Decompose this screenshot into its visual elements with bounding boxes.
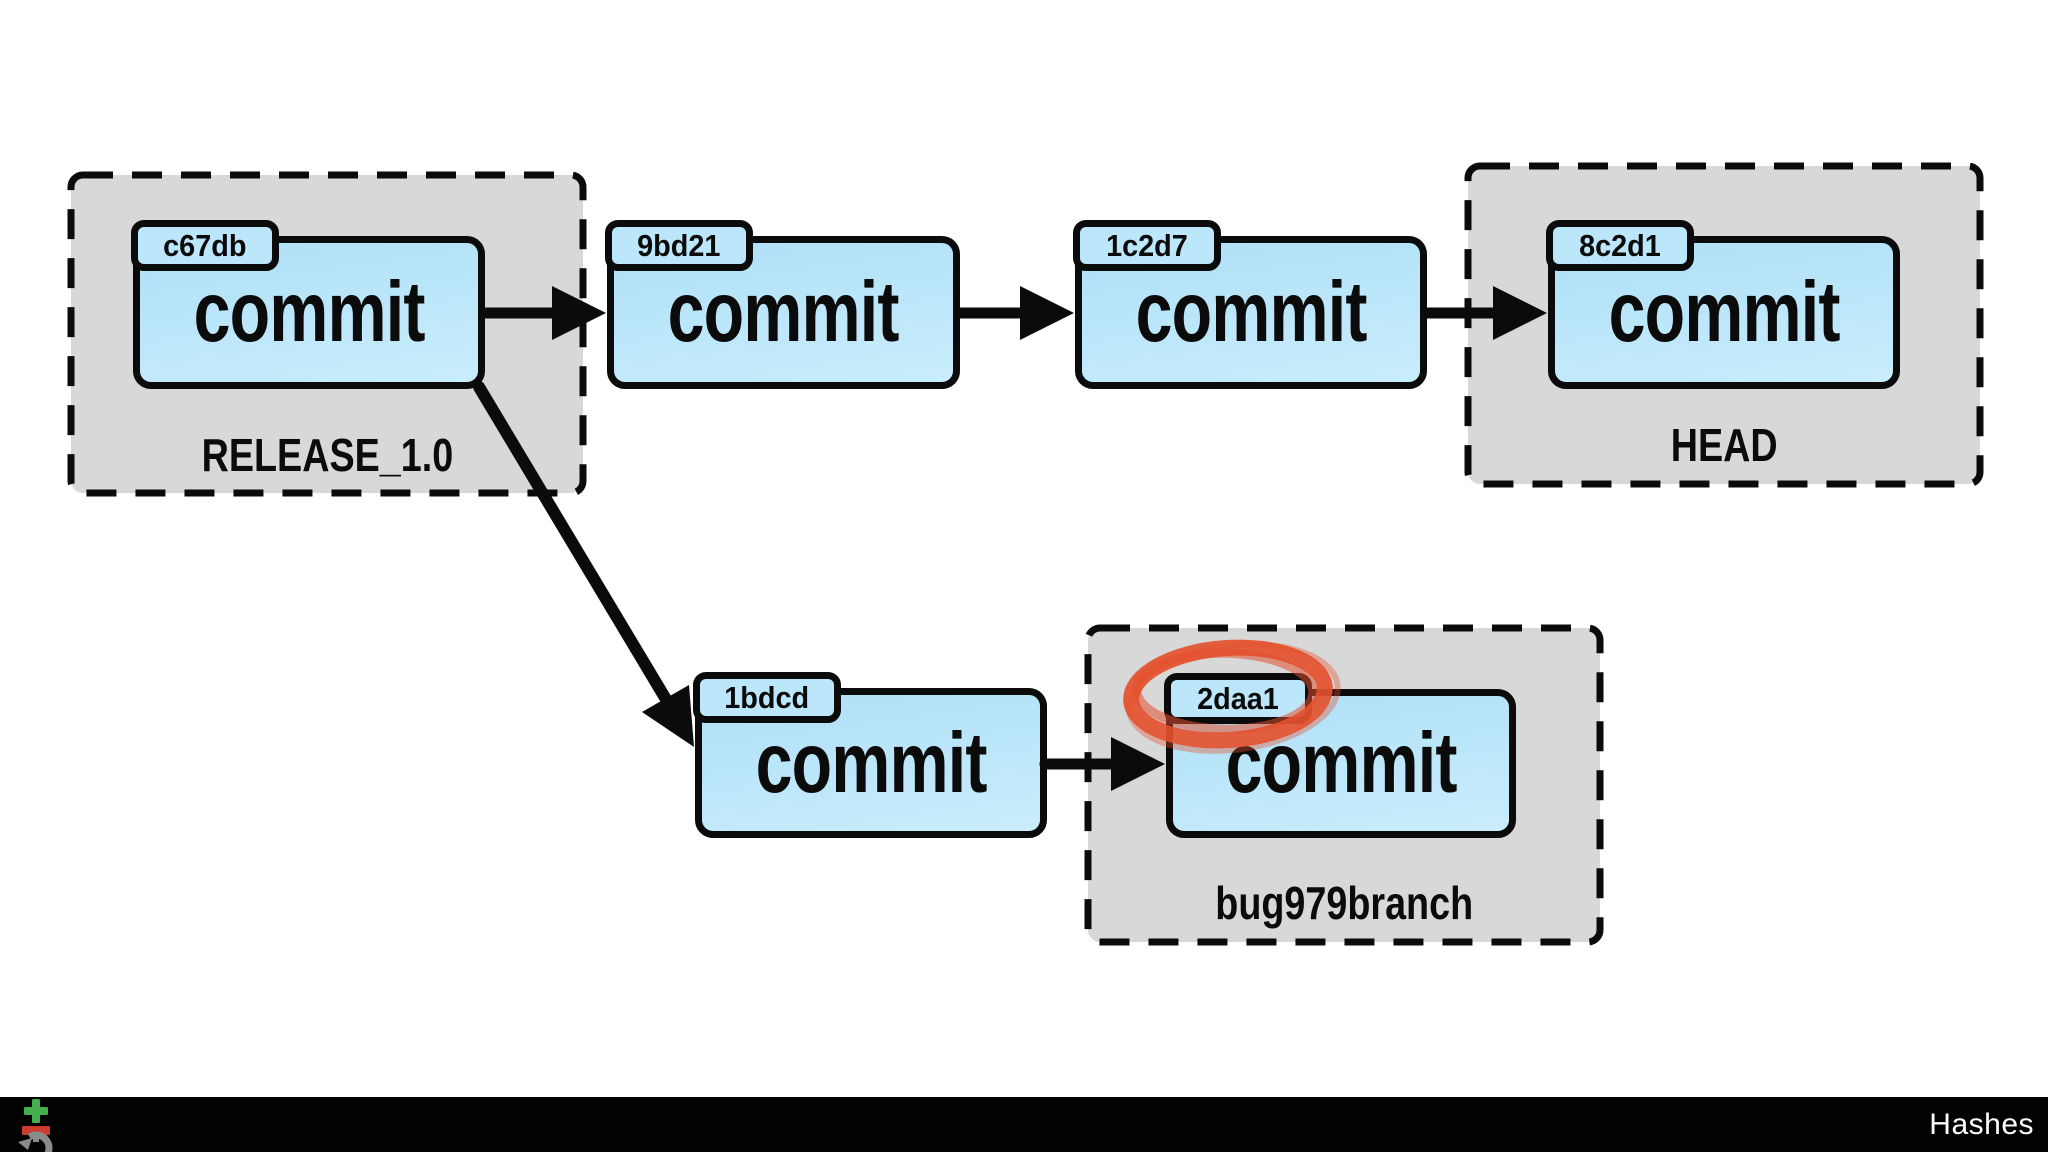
plus-icon (24, 1099, 48, 1123)
commit-hash-tab: 2daa1 (1164, 673, 1312, 724)
bug-branch-label: bug979branch (1215, 877, 1473, 929)
head-label: HEAD (1670, 419, 1778, 471)
commit-label: commit (193, 265, 425, 360)
commit-label: commit (755, 715, 987, 811)
release-branch-label: RELEASE_1.0 (201, 429, 453, 481)
commit-hash: 9bd21 (637, 227, 721, 263)
commit-node-2daa1: commit 2daa1 (1164, 673, 1516, 838)
commit-hash: c67db (163, 227, 247, 263)
commit-node-1c2d7: commit 1c2d7 (1073, 220, 1427, 389)
commit-hash-tab: 8c2d1 (1546, 220, 1694, 271)
commit-label: commit (1608, 265, 1840, 360)
commit-hash-tab: c67db (131, 220, 279, 271)
footer-title: Hashes (1929, 1107, 2034, 1141)
commit-node-9bd21: commit 9bd21 (605, 220, 960, 389)
commit-hash: 8c2d1 (1579, 227, 1661, 263)
commit-hash: 1c2d7 (1106, 227, 1188, 263)
commit-box: commit (695, 688, 1047, 838)
commit-hash-tab: 1bdcd (693, 672, 841, 723)
commit-node-1bdcd: commit 1bdcd (693, 672, 1047, 838)
footer-bar: Hashes (0, 1097, 2048, 1152)
commit-label: commit (667, 265, 900, 360)
commit-node-8c2d1: commit 8c2d1 (1546, 220, 1900, 389)
commit-label: commit (1225, 716, 1457, 811)
add-remove-undo-icon (18, 1099, 53, 1152)
commit-label: commit (1135, 265, 1367, 360)
commit-hash-tab: 1c2d7 (1073, 220, 1221, 271)
commit-hash: 2daa1 (1197, 680, 1279, 716)
commit-hash: 1bdcd (724, 679, 810, 715)
commit-node-c67db: commit c67db (131, 220, 485, 389)
minus-icon (22, 1126, 50, 1135)
commit-hash-tab: 9bd21 (605, 220, 753, 271)
